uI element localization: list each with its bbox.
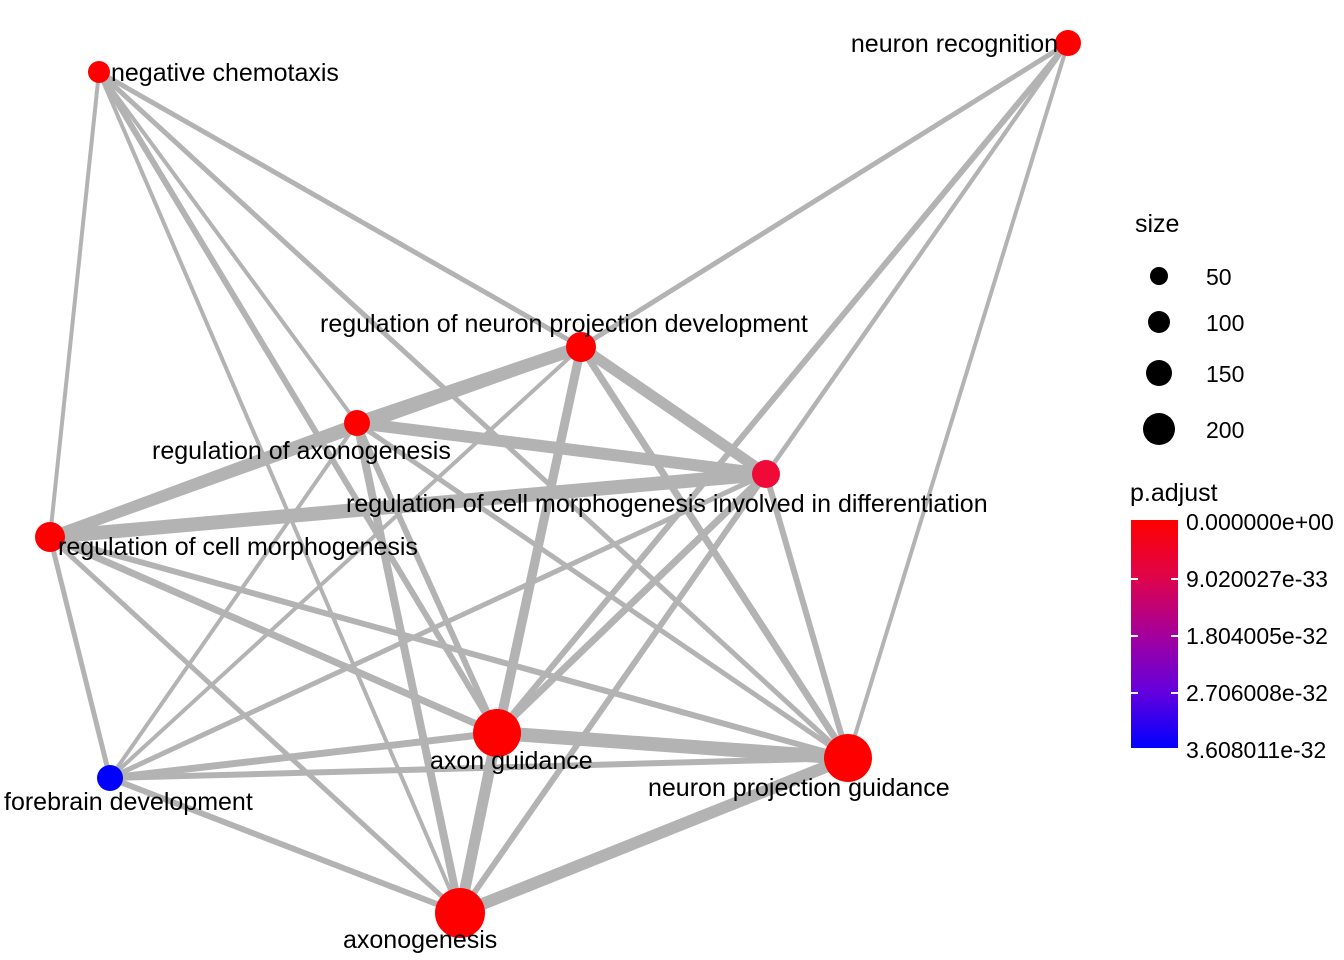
network-node-label: regulation of neuron projection developm… (320, 310, 808, 338)
padjust-tick-labels: 0.000000e+00 9.020027e-33 1.804005e-32 2.70… (1131, 509, 1334, 763)
network-node[interactable] (824, 734, 872, 782)
padjust-tick-label: 3.608011e-32 (1186, 737, 1326, 763)
network-edge (108, 471, 768, 781)
padjust-legend: p.adjust 0.000000e+00 9.020027e-33 1.80400… (1130, 479, 1334, 763)
network-edge (96, 70, 500, 735)
network-edge (108, 775, 462, 916)
padjust-legend-title: p.adjust (1130, 479, 1218, 507)
size-legend-swatch (1146, 360, 1172, 386)
network-node-label: regulation of cell morphogenesis involve… (346, 490, 988, 518)
network-edges (47, 40, 1071, 919)
network-node-label: neuron recognition (851, 30, 1058, 58)
network-node[interactable] (1055, 30, 1081, 56)
network-node-labels: negative chemotaxis neuron recognition reg… (4, 30, 1058, 954)
size-legend-label: 200 (1206, 417, 1244, 443)
network-edge (47, 536, 113, 779)
network-node-label: forebrain development (4, 788, 253, 816)
size-legend-items: 50 100 150 200 (1143, 264, 1244, 445)
network-node[interactable] (566, 332, 596, 362)
network-node[interactable] (97, 765, 123, 791)
network-edge (457, 752, 851, 919)
network-edge (577, 342, 770, 479)
network-edge (48, 71, 101, 538)
network-node-label: negative chemotaxis (111, 59, 339, 87)
size-legend: size 50 100 150 200 (1135, 210, 1244, 445)
network-node[interactable] (88, 61, 110, 83)
network-edge (109, 755, 849, 781)
padjust-tick-label: 2.706008e-32 (1186, 680, 1328, 706)
network-edge (48, 418, 359, 542)
network-node-label: regulation of axonogenesis (152, 437, 451, 465)
network-edge (354, 421, 500, 735)
network-edge (846, 42, 1070, 759)
network-edge (97, 70, 359, 425)
network-node-label: axonogenesis (343, 926, 497, 954)
network-edge (494, 41, 1071, 735)
padjust-tick-label: 9.020027e-33 (1186, 566, 1328, 592)
size-legend-swatch (1148, 311, 1170, 333)
network-edge (494, 471, 769, 736)
network-edge (108, 345, 583, 780)
network-node[interactable] (435, 888, 485, 938)
padjust-tick-label: 0.000000e+00 (1186, 509, 1334, 535)
network-edge (48, 535, 462, 915)
network-nodes (35, 30, 1081, 938)
network-edge (97, 69, 583, 350)
network-node[interactable] (35, 522, 65, 552)
network-edge (454, 731, 503, 915)
network-node[interactable] (344, 410, 370, 436)
size-legend-label: 150 (1206, 361, 1244, 387)
network-edge (48, 533, 499, 737)
network-node[interactable] (752, 460, 780, 488)
size-legend-title: size (1135, 210, 1179, 238)
network-edge (97, 70, 850, 760)
network-node-label: axon guidance (430, 747, 593, 775)
network-node-label: neuron projection guidance (648, 774, 950, 802)
network-edge (356, 417, 767, 480)
padjust-gradient-bar (1131, 520, 1178, 748)
network-edge (108, 421, 359, 780)
network-edge (109, 729, 498, 782)
padjust-tick-label: 1.804005e-32 (1186, 623, 1328, 649)
size-legend-label: 50 (1206, 264, 1232, 290)
network-edge (579, 40, 1070, 350)
network-edge (763, 473, 851, 759)
network-node[interactable] (473, 709, 521, 757)
network-edge (496, 726, 849, 765)
size-legend-label: 100 (1206, 310, 1244, 336)
network-edge (49, 534, 849, 761)
network-edge (355, 420, 850, 761)
size-legend-swatch (1150, 267, 1168, 285)
network-node-label: regulation of cell morphogenesis (58, 533, 418, 561)
size-legend-swatch (1143, 413, 1175, 445)
network-edge (49, 467, 767, 544)
